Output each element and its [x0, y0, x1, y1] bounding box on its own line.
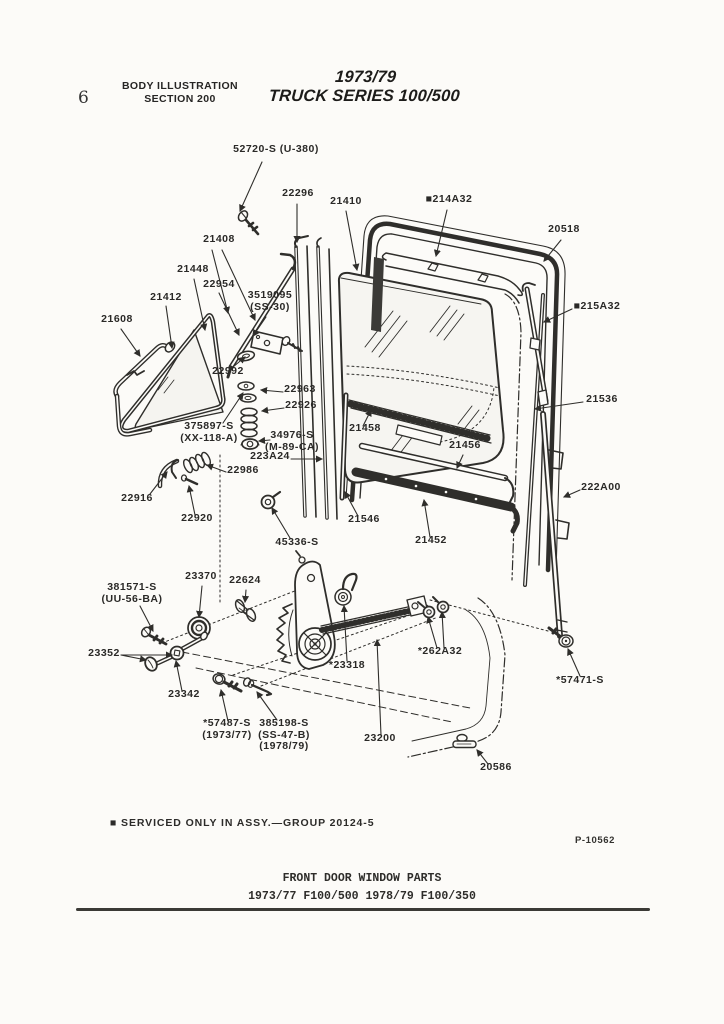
door-outline — [407, 293, 522, 758]
weatherstrip-214a32 — [381, 252, 523, 304]
belt-weatherstrips — [339, 392, 520, 534]
part-label-21412: 21412 — [150, 291, 182, 303]
section-heading-line1: BODY ILLUSTRATION — [121, 80, 239, 92]
part-label-22926: 22926 — [285, 399, 317, 411]
part-label-34976-s: 34976-S(M-89-CA) — [264, 429, 320, 453]
part-label-21410: 21410 — [330, 195, 362, 207]
spring-stack — [237, 381, 260, 450]
part-label-52720-s: 52720-S (U-380) — [233, 143, 319, 155]
part-label-22296: 22296 — [282, 187, 314, 199]
part-label-21408: 21408 — [203, 233, 235, 245]
channel-215a32 — [521, 282, 549, 404]
part-label-223a24: 223A24 — [250, 450, 290, 462]
part-label-45336-s: 45336-S — [275, 536, 319, 548]
part-label-381571-s: 381571-S(UU-56-BA) — [101, 581, 163, 605]
window-frame-20518 — [345, 215, 566, 573]
part-label-21458: 21458 — [349, 422, 381, 434]
part-label-215a32: ■215A32 — [573, 300, 621, 312]
page-number: 6 — [78, 88, 89, 108]
fasteners — [212, 626, 574, 749]
diagram-caption: FRONT DOOR WINDOW PARTS 1973/77 F100/500… — [0, 870, 724, 906]
part-label-57487-s: *57487-S(1973/77) — [202, 717, 252, 741]
leader-lines — [120, 161, 584, 765]
part-label-23318: *23318 — [328, 659, 366, 671]
part-label-23370: 23370 — [185, 570, 217, 582]
part-label-22916: 22916 — [121, 492, 153, 504]
projection-lines — [161, 454, 549, 723]
part-label-20518: 20518 — [548, 223, 580, 235]
caption-models: 1973/77 F100/500 1978/79 F100/350 — [248, 890, 476, 903]
service-note: ■ SERVICED ONLY IN ASSY.—GROUP 20124-5 — [110, 817, 375, 829]
part-label-22920: 22920 — [181, 512, 213, 524]
division-bar-21448 — [226, 252, 303, 379]
part-label-21456: 21456 — [449, 439, 481, 451]
part-label-22954: 22954 — [203, 278, 235, 290]
part-label-21546: 21546 — [348, 513, 380, 525]
part-label-21452: 21452 — [415, 534, 447, 546]
section-heading-line2: SECTION 200 — [144, 92, 216, 105]
vent-hardware — [157, 210, 282, 510]
handle-parts — [140, 599, 257, 672]
caption-title: FRONT DOOR WINDOW PARTS — [282, 872, 442, 885]
run-channel-22296 — [294, 235, 338, 520]
part-label-20586: 20586 — [480, 761, 512, 773]
part-label-22986: 22986 — [227, 464, 259, 476]
glass-spacer-bar — [371, 257, 384, 332]
part-label-23342: 23342 — [168, 688, 200, 700]
part-label-222a00: 222A00 — [581, 481, 621, 493]
part-label-385198-s: 385198-S(SS-47-B)(1978/79) — [258, 717, 310, 752]
part-label-375897-s: 375897-S(XX-118-A) — [180, 420, 238, 444]
bottom-rule — [76, 908, 650, 911]
part-label-21448: 21448 — [177, 263, 209, 275]
regulator-23200 — [276, 550, 450, 670]
plate-number: P-10562 — [574, 835, 616, 846]
part-label-23352: 23352 — [88, 647, 120, 659]
part-label-57471-s: *57471-S — [556, 674, 604, 686]
part-label-22992: 22992 — [212, 365, 244, 377]
part-label-21536: 21536 — [586, 393, 618, 405]
channel-222a00 — [537, 389, 570, 639]
part-label-214a32: ■214A32 — [425, 193, 473, 205]
part-label-21608: 21608 — [101, 313, 133, 325]
vent-window-assembly — [113, 313, 226, 437]
part-label-23200: 23200 — [364, 732, 396, 744]
section-heading: BODY ILLUSTRATION SECTION 200 — [105, 80, 255, 105]
part-label-262a32: *262A32 — [417, 645, 463, 657]
part-label-22963: 22963 — [284, 383, 316, 395]
part-label-22624: 22624 — [229, 574, 261, 586]
part-label-3519095: 3519095(SS-30) — [247, 289, 293, 313]
